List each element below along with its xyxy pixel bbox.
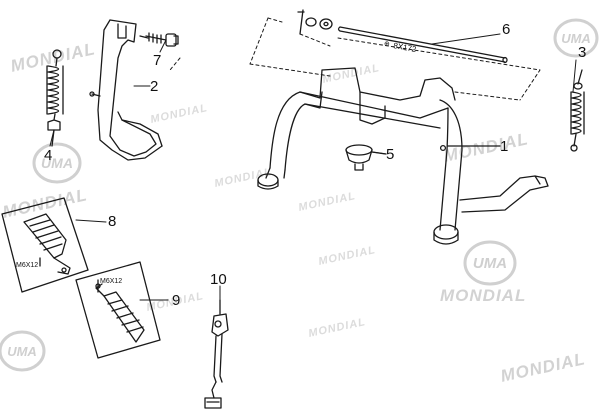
bolt-label-9: M6X12 xyxy=(100,278,123,285)
svg-text:UMA: UMA xyxy=(561,31,591,46)
callout-4: 4 xyxy=(44,147,53,164)
uma-logo: UMA xyxy=(553,18,599,58)
spring-part-4 xyxy=(46,49,64,147)
svg-text:UMA: UMA xyxy=(41,155,73,171)
svg-text:UMA: UMA xyxy=(7,344,37,359)
callout-6: 6 xyxy=(502,21,511,38)
callout-2: 2 xyxy=(150,78,159,95)
spring-part-3 xyxy=(570,69,585,152)
uma-logo: UMA xyxy=(32,142,82,184)
callout-8: 8 xyxy=(108,213,117,230)
callout-10: 10 xyxy=(210,271,227,288)
callout-9: 9 xyxy=(172,292,181,309)
shaft-symbol-icon: ⊕ xyxy=(384,40,390,48)
stopper-part-5 xyxy=(345,144,387,171)
footpad-panel-part-8 xyxy=(1,197,89,293)
shaft-size-label: 8X172 xyxy=(393,41,418,54)
callout-5: 5 xyxy=(386,146,395,163)
center-stand-part-1 xyxy=(257,67,549,245)
uma-logo: UMA xyxy=(463,240,517,286)
assembly-guide-lines xyxy=(169,17,541,101)
bolt-part-7 xyxy=(145,32,179,47)
callout-1: 1 xyxy=(500,138,509,155)
callout-3: 3 xyxy=(578,44,587,61)
shaft-part-6 xyxy=(297,9,508,64)
switch-part-10 xyxy=(204,299,229,409)
bolt-label-8: M6X12 xyxy=(16,262,39,269)
svg-text:UMA: UMA xyxy=(473,255,507,272)
callout-leaders xyxy=(49,33,577,301)
callout-7: 7 xyxy=(153,52,162,69)
watermark-brand: MONDIAL xyxy=(440,286,527,305)
uma-logo: UMA xyxy=(0,330,46,372)
side-stand-part-2 xyxy=(89,19,163,161)
footpad-panel-part-9 xyxy=(75,261,161,359)
